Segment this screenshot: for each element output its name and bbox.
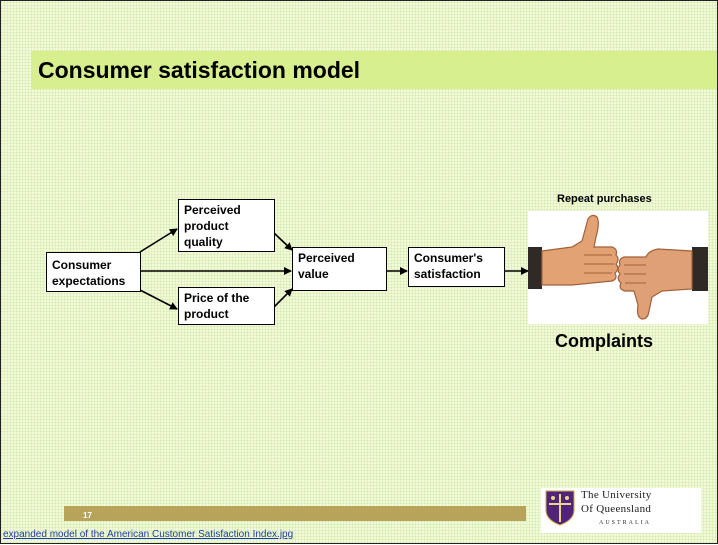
- source-link[interactable]: expanded model of the American Customer …: [3, 529, 294, 540]
- box-price: Price of the product: [178, 287, 275, 325]
- uq-crest-icon: [545, 490, 575, 526]
- footer-bar: [64, 506, 526, 521]
- slide-title: Consumer satisfaction model: [38, 57, 361, 83]
- thumbs-down-icon: [617, 247, 708, 320]
- box-perceived-quality: Perceived product quality: [178, 199, 275, 252]
- page-number: 17: [83, 511, 92, 520]
- thumbs-photo: [528, 211, 708, 324]
- arrow-price-to-value: [273, 288, 293, 308]
- arrow-expectations-to-price: [139, 289, 178, 310]
- box-perceived-value: Perceived value: [292, 247, 387, 291]
- logo-text-line3: AUSTRALIA: [599, 520, 651, 526]
- arrow-quality-to-value: [273, 232, 293, 251]
- logo-text-line1: The University: [581, 489, 652, 501]
- university-logo: The University Of Queensland AUSTRALIA: [541, 488, 701, 533]
- complaints-label: Complaints: [555, 331, 654, 351]
- thumbs-up-icon: [528, 214, 619, 289]
- logo-text-line2: Of Queensland: [581, 503, 652, 515]
- arrow-expectations-to-quality: [139, 228, 178, 253]
- box-consumer-expectations: Consumer expectations: [46, 252, 141, 292]
- repeat-purchases-label: Repeat purchases: [557, 193, 652, 205]
- box-consumer-satisfaction: Consumer's satisfaction: [408, 247, 505, 287]
- title-bar: Consumer satisfaction model: [31, 51, 717, 89]
